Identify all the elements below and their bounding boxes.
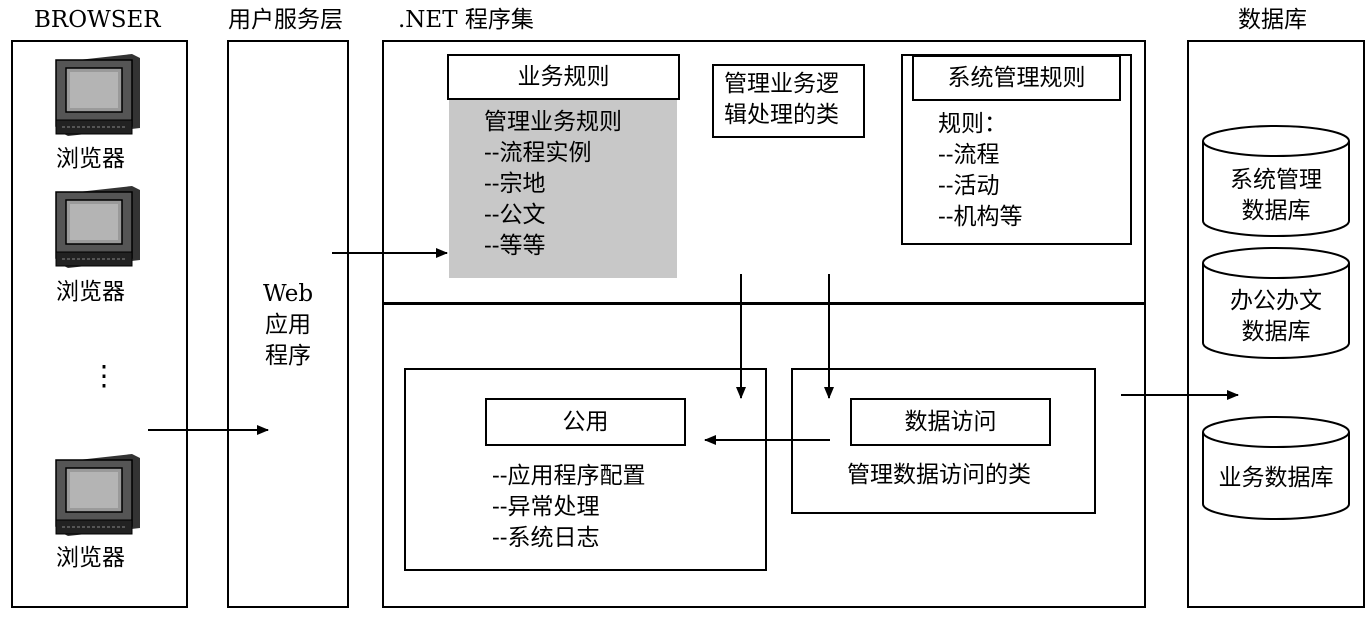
browser-ellipsis: ⋮	[90, 359, 118, 392]
business-rules-line: 管理业务规则	[484, 109, 622, 135]
browser-label-3: 浏览器	[56, 545, 125, 571]
system-rules-line: --流程	[938, 142, 1000, 168]
database-cylinder	[1202, 247, 1350, 359]
database-office-label: 办公办文 数据库	[1203, 286, 1349, 348]
database-cylinder	[1202, 125, 1350, 237]
system-rules-list: 规则： --流程 --活动 --机构等	[938, 109, 1023, 233]
business-rules-line: --流程实例	[484, 140, 592, 166]
common-list: --应用程序配置 --异常处理 --系统日志	[492, 461, 646, 554]
data-access-title-box: 数据访问	[850, 398, 1051, 446]
database-cylinder	[1202, 416, 1350, 520]
database-office-line-1: 办公办文	[1230, 288, 1322, 314]
business-rules-line: --公文	[484, 202, 546, 228]
database-office-line-2: 数据库	[1241, 319, 1311, 345]
data-access-desc: 管理数据访问的类	[847, 462, 1031, 488]
system-rules-line: --机构等	[938, 204, 1023, 230]
database-system-line-1: 系统管理	[1230, 167, 1322, 193]
business-logic-box: 管理业务逻 辑处理的类	[712, 64, 865, 138]
browser-label-2: 浏览器	[56, 279, 125, 305]
common-title: 公用	[562, 409, 609, 435]
web-app-line-3: 程序	[265, 343, 311, 369]
business-rules-line: --宗地	[484, 171, 546, 197]
business-rules-list: 管理业务规则 --流程实例 --宗地 --公文 --等等	[484, 107, 622, 262]
database-system-line-2: 数据库	[1241, 198, 1311, 224]
common-title-box: 公用	[485, 398, 686, 446]
computer-icon	[52, 50, 142, 140]
business-rules-line: --等等	[484, 233, 546, 259]
database-column-title: 数据库	[1238, 7, 1307, 33]
business-logic-line-2: 辑处理的类	[724, 102, 839, 128]
system-rules-title-box: 系统管理规则	[912, 55, 1121, 101]
computer-icon	[52, 450, 142, 540]
browser-column-title: BROWSER	[34, 7, 161, 33]
web-app-label: Web 应用 程序	[229, 279, 347, 372]
user-service-column-title: 用户服务层	[228, 7, 343, 33]
system-rules-line: --活动	[938, 173, 1000, 199]
system-rules-line: 规则：	[938, 111, 1007, 137]
database-business-line-1: 业务数据库	[1218, 465, 1334, 491]
common-line: --系统日志	[492, 525, 600, 551]
net-assembly-column-title: .NET 程序集	[398, 7, 534, 33]
browser-label-1: 浏览器	[56, 146, 125, 172]
business-rules-title: 业务规则	[517, 64, 610, 90]
user-service-column	[227, 40, 349, 608]
business-rules-panel	[449, 98, 677, 278]
assembly-divider	[382, 302, 1146, 305]
web-app-line-2: 应用	[265, 312, 311, 338]
business-rules-title-box: 业务规则	[447, 54, 680, 100]
computer-icon	[52, 182, 142, 272]
business-logic-line-1: 管理业务逻	[724, 71, 839, 97]
web-app-line-1: Web	[262, 281, 314, 307]
data-access-title: 数据访问	[904, 409, 997, 435]
system-rules-title: 系统管理规则	[947, 65, 1086, 91]
common-line: --应用程序配置	[492, 463, 646, 489]
database-business-label: 业务数据库	[1203, 463, 1349, 494]
database-system-label: 系统管理 数据库	[1203, 165, 1349, 227]
common-line: --异常处理	[492, 494, 600, 520]
